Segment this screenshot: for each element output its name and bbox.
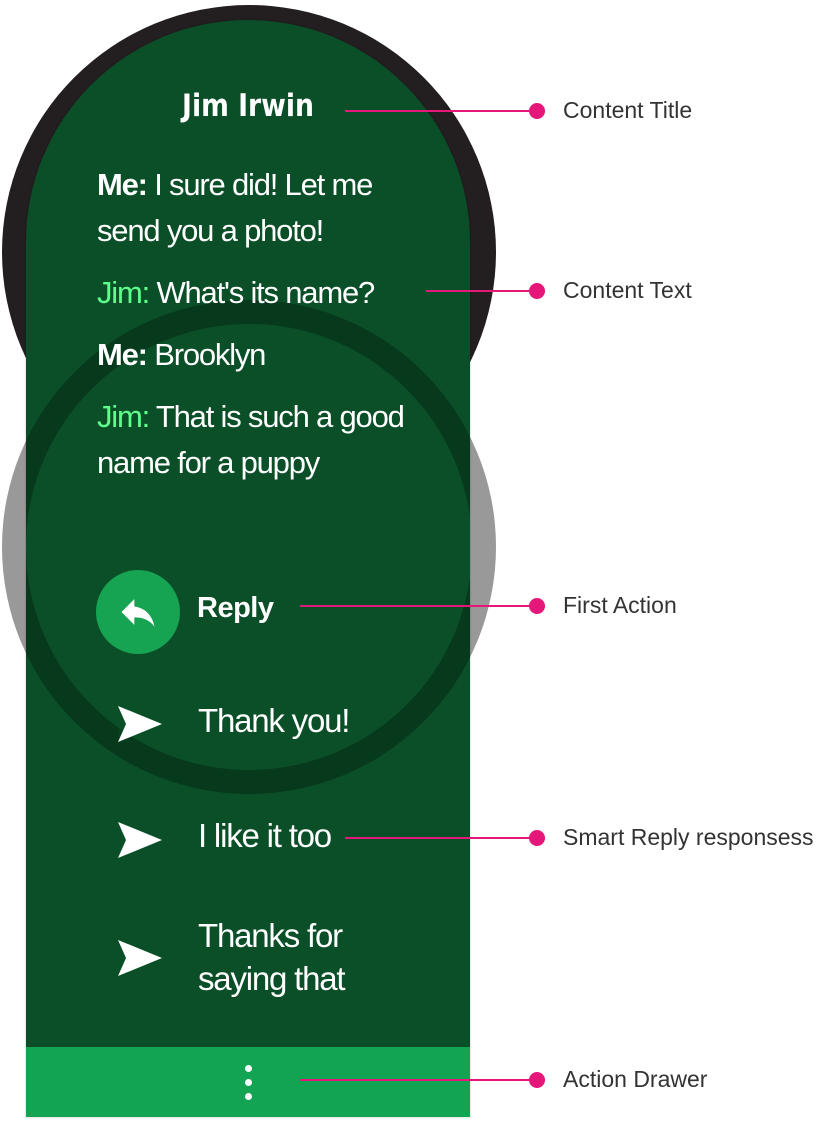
- reply-icon: [121, 599, 155, 627]
- callout-line-action-drawer: [300, 1072, 545, 1088]
- send-icon: [118, 822, 162, 858]
- content-text[interactable]: Me: I sure did! Let me send you a photo!…: [97, 162, 427, 502]
- message-text: What's its name?: [156, 275, 375, 310]
- callout-line-content-title: [345, 103, 545, 119]
- smart-reply-item[interactable]: Thank you!: [116, 696, 436, 746]
- message-item: Me: Brooklyn: [97, 332, 427, 378]
- smart-reply-text[interactable]: I like it too: [198, 817, 332, 854]
- smart-reply-item[interactable]: I like it too: [116, 814, 436, 864]
- send-icon: [118, 706, 162, 742]
- message-text: That is such a good name for a puppy: [97, 399, 405, 480]
- annotation-smart-reply: Smart Reply responsess: [563, 824, 814, 850]
- annotation-first-action: First Action: [563, 592, 677, 618]
- message-item: Jim: What's its name?: [97, 270, 427, 316]
- annotation-content-title: Content Title: [563, 97, 693, 123]
- message-item: Jim: That is such a good name for a pupp…: [97, 394, 427, 486]
- content-title: Jim Irwin: [182, 88, 314, 124]
- reply-button[interactable]: [96, 570, 180, 654]
- callout-line-content-text: [426, 283, 545, 299]
- message-sender: Me:: [97, 167, 148, 202]
- message-sender: Jim:: [97, 275, 150, 310]
- callout-line-smart-reply: [345, 830, 545, 846]
- smart-reply-item[interactable]: Thanks for saying that: [116, 912, 436, 1012]
- message-item: Me: I sure did! Let me send you a photo!: [97, 162, 427, 254]
- message-text: Brooklyn: [154, 337, 266, 372]
- send-icon: [118, 940, 162, 976]
- reply-action[interactable]: Reply: [96, 570, 426, 654]
- smart-reply-text[interactable]: Thanks for saying that: [198, 917, 346, 997]
- annotation-action-drawer: Action Drawer: [563, 1066, 708, 1092]
- more-vert-icon[interactable]: [242, 1065, 254, 1101]
- reply-label[interactable]: Reply: [197, 592, 274, 624]
- annotation-content-text: Content Text: [563, 277, 692, 303]
- callout-line-first-action: [300, 598, 545, 614]
- message-text: I sure did! Let me send you a photo!: [97, 167, 373, 248]
- action-drawer[interactable]: [26, 1047, 470, 1117]
- smart-reply-text[interactable]: Thank you!: [198, 702, 350, 739]
- notification-card[interactable]: Jim Irwin Me: I sure did! Let me send yo…: [26, 20, 470, 1117]
- message-sender: Me:: [97, 337, 148, 372]
- message-sender: Jim:: [97, 399, 150, 434]
